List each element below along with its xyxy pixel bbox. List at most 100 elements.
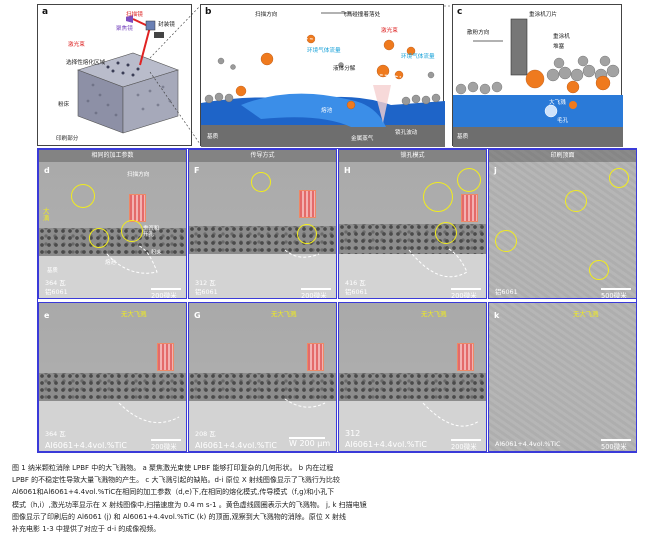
scale-label: 200微米: [451, 292, 477, 299]
label-laser-beam: 激光束: [381, 28, 398, 34]
spatter-circle: [565, 190, 587, 212]
label-laser-beam: 激光束: [68, 42, 85, 48]
label-powder-bed: 粉床: [58, 102, 70, 108]
label-printed-part: 印刷部分: [56, 136, 79, 142]
scale-label: 200微米: [151, 292, 177, 299]
material-label: 铝6061: [345, 288, 368, 296]
no-spatter-tag: 无大飞溅: [121, 310, 147, 318]
zoom-connector-lines: [149, 5, 452, 145]
no-spatter-tag: 无大飞溅: [421, 310, 447, 318]
xray-panel-d: 相同的加工参数 d 扫描方向 大 滴 熏汽和 开孔 熔池 粉末 基质 364 瓦…: [38, 149, 187, 299]
label-recoater: 重涂机: [553, 34, 570, 40]
panel-label: d: [44, 166, 50, 175]
panel-label: e: [44, 311, 50, 320]
note-substrate: 基质: [47, 268, 58, 274]
power-label: 364 瓦: [45, 279, 66, 287]
label-ambient-gas: 环境气体流量: [307, 48, 341, 54]
material-label: Al6061+4.4vol.%TiC: [495, 440, 561, 448]
label-substrate: 基质: [207, 134, 219, 140]
melt-pool-outline: [106, 245, 158, 274]
xray-panel-f: 传导方式 F 312 瓦 铝6061 200微米: [188, 149, 337, 299]
caption-line: 图像显示了印刷后的 Al6061 (j) 和 Al6061+4.4vol.%Ti…: [12, 512, 346, 521]
label-spatter-landing: 飞溅碰撞着落处: [341, 12, 381, 18]
label-keyhole: 锁孔波动: [395, 130, 418, 136]
label-focusing-lens: 聚焦镜: [116, 26, 133, 32]
xray-grid: [37, 148, 637, 453]
label-fusion-zone: 选择性熔化区域: [66, 60, 106, 66]
power-label: 364 瓦: [45, 430, 66, 438]
scale-label: 200微米: [151, 443, 177, 451]
scale-label: W 200 µm: [289, 439, 331, 448]
scale-label: 500微米: [601, 292, 627, 299]
panel-label: G: [194, 311, 201, 320]
spatter-circle: [423, 182, 453, 212]
power-label: 208 瓦: [195, 430, 216, 438]
column-header: 锁孔模式: [339, 150, 486, 162]
material-label: Al6061+4.4vol.%TiC: [195, 441, 277, 450]
note-melt-pool: 熔池: [105, 260, 116, 266]
power-label: 312 瓦: [195, 279, 216, 287]
column-header: 相同的加工参数: [39, 150, 186, 162]
panel-label: b: [205, 7, 212, 17]
melt-pool-outline: [422, 402, 480, 427]
spatter-circle: [495, 230, 517, 252]
scale-label: 200微米: [451, 443, 477, 451]
label-scan-direction: 扫描方向: [255, 12, 278, 18]
material-label: 铝6061: [195, 288, 218, 296]
panel-c: c 重涂机刀片 散粉方向 重涂机 堆塞 大飞溅 毛孔 基质: [452, 4, 623, 147]
power-label: 312: [345, 429, 361, 438]
panel-label: k: [494, 311, 500, 320]
label-melt-pool: 熔池: [321, 108, 333, 114]
material-label: 铝6061: [495, 288, 518, 296]
sem-panel-j: 印刷顶面 j 铝6061 500微米: [488, 149, 637, 299]
caption-line: LPBF 的不稳定性导致大量飞溅物的产生。 c 大飞溅引起的缺陷。d-i 原位 …: [12, 476, 340, 485]
spatter-circle: [457, 168, 481, 192]
panel-a: a 扫描镜 聚焦镜 封装镜 激光束 选择性熔化区域 粉床 印刷部分: [37, 4, 192, 146]
label-metal-vapor-inner: 环境气体流量: [401, 54, 435, 60]
melt-pool-outline: [284, 249, 320, 258]
spatter-circle: [71, 184, 95, 208]
label-pore: 毛孔: [557, 118, 569, 124]
panel-label: c: [457, 7, 463, 17]
caption-line: 模式（h,i）,激光功率显示在 X 射线图像中,扫描速度为 0.4 m s-1 …: [12, 500, 367, 509]
scale-label: 200微米: [301, 292, 327, 299]
sem-panel-k: 无大飞溅 k Al6061+4.4vol.%TiC 500微米: [488, 302, 637, 452]
spatter-circle: [589, 260, 609, 280]
material-label: Al6061+4.4vol.%TiC: [345, 440, 427, 449]
spatter-circle: [89, 228, 109, 248]
caption-line: 图 1 纳米颗粒消除 LPBF 中的大飞溅物。 a 聚焦激光束使 LPBF 能够…: [12, 464, 334, 472]
figure-caption: 图 1 纳米颗粒消除 LPBF 中的大飞溅物。 a 聚焦激光束使 LPBF 能够…: [12, 462, 642, 535]
spatter-circle: [435, 222, 457, 244]
column-header: 印刷顶面: [489, 150, 636, 162]
label-powder-direction: 散粉方向: [467, 30, 490, 36]
melt-pool-outline: [284, 398, 326, 408]
xray-panel-e: 无大飞溅 e 364 瓦 Al6061+4.4vol.%TiC 200微米: [38, 302, 187, 452]
panel-label: F: [194, 166, 200, 175]
column-header: 传导方式: [189, 150, 336, 162]
spatter-circle: [297, 224, 317, 244]
xray-panel-g: 无大飞溅 G 208 瓦 Al6061+4.4vol.%TiC W 200 µm: [188, 302, 337, 452]
scale-label: 500微米: [601, 443, 627, 451]
melt-pool-outline: [408, 247, 468, 278]
note-powder: 粉末: [151, 250, 162, 256]
note-vapor-pore: 熏汽和 开孔: [143, 226, 160, 239]
xray-panel-i: 无大飞溅 312 Al6061+4.4vol.%TiC 200微米: [338, 302, 487, 452]
caption-line: 补充电影 1-3 中提供了对应于 d-i 的成像视频。: [12, 525, 161, 534]
panel-label: H: [344, 166, 351, 175]
label-large-spatter: 大飞溅: [549, 100, 566, 106]
note-large-droplet: 大 滴: [43, 207, 50, 223]
no-spatter-tag: 无大飞溅: [271, 310, 297, 318]
material-label: Al6061+4.4vol.%TiC: [45, 441, 127, 450]
xray-panel-h: 锁孔模式 H 416 瓦 铝6061 200微米: [338, 149, 487, 299]
label-accumulation: 堆塞: [553, 44, 565, 50]
spatter-circle: [609, 168, 629, 188]
melt-pool-outline: [118, 402, 180, 424]
label-metal-vapor: 金属蒸气: [351, 136, 374, 142]
lpbf-machine-diagram: [77, 15, 179, 134]
label-recoater-blade: 重涂机刀片: [529, 12, 557, 18]
spatter-circle: [251, 172, 271, 192]
label-scanning-mirror: 扫描镜: [126, 12, 143, 18]
no-spatter-tag: 无大飞溅: [573, 310, 599, 318]
panel-label: a: [42, 7, 49, 17]
recoater-defect-diagram: [453, 18, 623, 147]
